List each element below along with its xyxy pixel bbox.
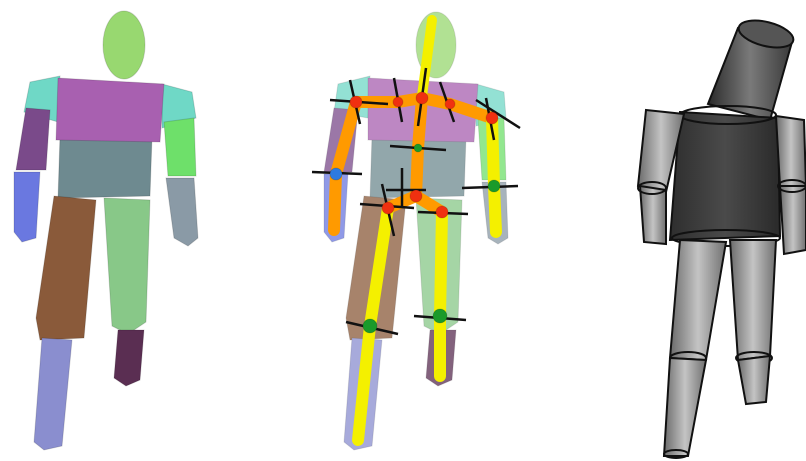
- right-shin-segment: [114, 330, 144, 386]
- right-thigh-segment: [104, 198, 150, 334]
- joint-pelvis: [410, 190, 422, 202]
- right-forearm-segment: [166, 178, 198, 246]
- joint-left-elbow: [330, 168, 342, 180]
- skeleton-overlay-model: [290, 0, 550, 461]
- left-thigh-segment: [36, 196, 96, 340]
- joint-neck-left: [393, 97, 403, 107]
- right-thigh-cylinder: [730, 240, 776, 360]
- lower-torso-segment: [58, 136, 152, 198]
- upper-torso-segment: [56, 78, 164, 142]
- shaded-body-model: [0, 0, 230, 461]
- left-upper-arm-segment: [16, 108, 50, 170]
- left-shin-cylinder: [664, 358, 706, 456]
- head-segment: [103, 11, 145, 79]
- joint-chest: [414, 144, 422, 152]
- bone-right-leg: [440, 212, 442, 376]
- joint-left-hip: [382, 202, 394, 214]
- joint-left-knee: [363, 319, 377, 333]
- translucent-body: [324, 12, 508, 450]
- joint-right-hip: [436, 206, 448, 218]
- textured-cylinder-svg: [600, 0, 806, 461]
- right-forearm-cylinder: [780, 186, 806, 254]
- joint-right-shoulder: [486, 112, 498, 124]
- joint-right-elbow: [488, 180, 500, 192]
- joint-right-knee: [433, 309, 447, 323]
- skeleton-overlay-svg: [290, 0, 550, 461]
- joint-left-shoulder: [350, 96, 362, 108]
- left-thigh-cylinder: [670, 240, 726, 360]
- left-forearm-segment: [14, 172, 40, 242]
- shaded-body-svg: [0, 0, 230, 461]
- joint-neck-right: [445, 99, 455, 109]
- textured-cylinder-model: [600, 0, 806, 461]
- right-shin-cylinder: [738, 356, 770, 404]
- left-shin-segment: [34, 338, 72, 450]
- right-upper-arm-cylinder: [776, 116, 806, 186]
- right-upper-arm-segment: [164, 118, 196, 176]
- joint-neck: [416, 92, 428, 104]
- torso-cylinder: [670, 112, 780, 240]
